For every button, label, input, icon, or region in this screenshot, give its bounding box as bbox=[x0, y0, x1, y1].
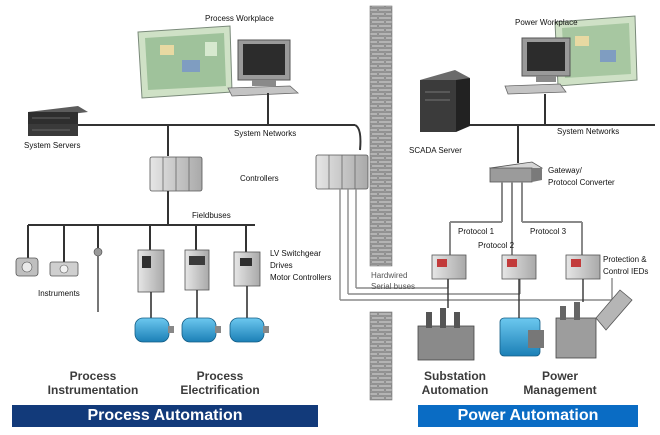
instruments-label: Instruments bbox=[38, 289, 80, 298]
lv-switchgear-drives-motor-controllers bbox=[137, 249, 261, 318]
hardwired-label-line2: Serial buses bbox=[371, 282, 416, 291]
substation-equipment bbox=[417, 279, 475, 361]
controllers-rack-right bbox=[315, 154, 369, 190]
process-workplace-monitor bbox=[227, 39, 300, 97]
protection-label-line2: Control IEDs bbox=[603, 267, 649, 276]
motor-controllers-label: Motor Controllers bbox=[270, 273, 332, 282]
system-networks-right-label: System Networks bbox=[557, 127, 620, 136]
power-management-drive bbox=[499, 279, 544, 357]
system-networks-left-label: System Networks bbox=[234, 129, 297, 138]
protocol-lines bbox=[449, 182, 583, 255]
power-workplace-screens bbox=[554, 15, 638, 87]
firewall-wall bbox=[369, 5, 393, 401]
system-servers bbox=[28, 106, 88, 136]
fieldbuses-label: Fieldbuses bbox=[192, 211, 231, 220]
scada-server-label: SCADA Server bbox=[409, 146, 462, 155]
process-workplace-label: Process Workplace bbox=[205, 14, 274, 23]
caption-substation-automation: Substation Automation bbox=[410, 369, 500, 398]
protocol3-label: Protocol 3 bbox=[530, 227, 567, 236]
protocol2-label: Protocol 2 bbox=[478, 241, 515, 250]
gateway-label-line2: Protocol Converter bbox=[548, 178, 615, 187]
caption-substation-automation-line1: Substation bbox=[424, 369, 486, 383]
system-servers-label: System Servers bbox=[24, 141, 81, 150]
caption-substation-automation-line2: Automation bbox=[421, 382, 489, 397]
caption-process-instrumentation-line1: Process bbox=[69, 369, 117, 383]
power-workplace-monitor bbox=[504, 37, 571, 95]
hardwired-label-line1: Hardwired bbox=[371, 271, 408, 280]
controllers-rack-left bbox=[149, 156, 203, 192]
lv-switchgear-label: LV Switchgear bbox=[270, 249, 321, 258]
fieldbus-line bbox=[27, 191, 255, 262]
scada-server bbox=[420, 70, 470, 132]
process-automation-banner: Process Automation bbox=[12, 405, 318, 427]
caption-power-management: Power Management bbox=[510, 369, 610, 398]
caption-process-electrification-line1: Process bbox=[196, 369, 244, 383]
drives-label: Drives bbox=[270, 261, 293, 270]
gateway-protocol-converter bbox=[488, 161, 544, 183]
system-network-bus-left bbox=[60, 93, 362, 156]
caption-power-management-line2: Management bbox=[523, 382, 597, 397]
caption-process-electrification: Process Electrification bbox=[165, 369, 275, 398]
power-automation-banner: Power Automation bbox=[418, 405, 638, 427]
controllers-label: Controllers bbox=[240, 174, 279, 183]
protocol1-label: Protocol 1 bbox=[458, 227, 495, 236]
caption-process-electrification-line2: Electrification bbox=[180, 382, 260, 397]
motors bbox=[134, 317, 269, 343]
caption-power-management-line1: Power bbox=[541, 369, 578, 383]
instrument-devices bbox=[15, 247, 103, 312]
protection-control-ieds bbox=[431, 254, 601, 280]
power-workplace-label: Power Workplace bbox=[515, 18, 578, 27]
power-transformer bbox=[555, 279, 633, 359]
process-workplace-screens bbox=[137, 25, 233, 99]
caption-process-instrumentation: Process Instrumentation bbox=[38, 369, 148, 398]
hardwired-serial-buses bbox=[339, 189, 613, 301]
gateway-label-line1: Gateway/ bbox=[548, 166, 582, 175]
protection-label-line1: Protection & bbox=[603, 255, 647, 264]
caption-process-instrumentation-line2: Instrumentation bbox=[47, 382, 139, 397]
